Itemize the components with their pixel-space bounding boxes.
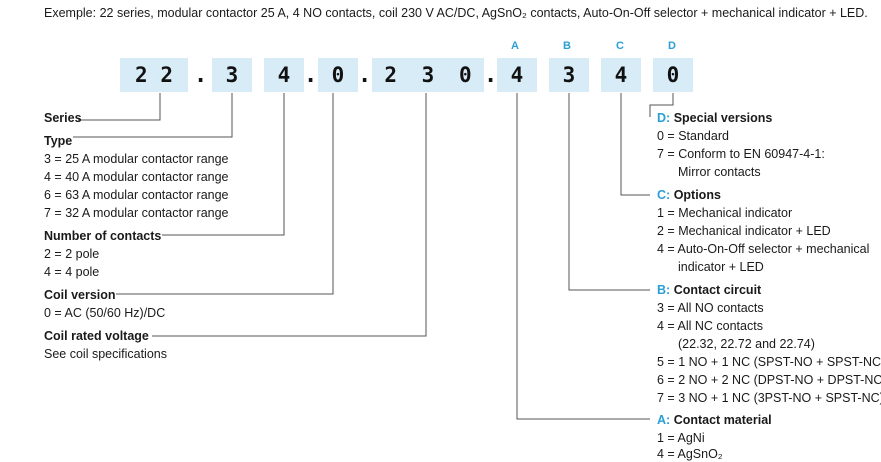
material-connector	[516, 93, 650, 420]
series-heading: Series	[44, 111, 82, 125]
code-digit-special: 0	[653, 58, 693, 92]
material-item: 1 = AgNi	[657, 431, 705, 445]
options-title: Options	[673, 188, 721, 202]
options-item: 4 = Auto-On-Off selector + mechanical	[657, 242, 870, 256]
material-prefix: A:	[657, 413, 671, 427]
options-prefix: C:	[657, 188, 671, 202]
voltage-digit-1: 2	[384, 63, 397, 87]
type-item: 3 = 25 A modular contactor range	[44, 152, 229, 166]
circuit-prefix: B:	[657, 283, 671, 297]
type-item: 7 = 32 A modular contactor range	[44, 206, 229, 220]
options-item: indicator + LED	[678, 260, 764, 274]
contacts-item: 2 = 2 pole	[44, 247, 100, 261]
coil-voltage-item: See coil specifications	[44, 347, 167, 361]
code-digit-circuit: 3	[549, 58, 589, 92]
circuit-item: (22.32, 22.72 and 22.74)	[678, 337, 815, 351]
code-dot: .	[484, 63, 498, 88]
code-letter-a: A	[511, 40, 519, 52]
contacts-heading: Number of contacts	[44, 229, 162, 243]
options-connector	[620, 93, 650, 196]
code-digit-coil-version: 0	[318, 58, 358, 92]
code-digit-material: 4	[497, 58, 537, 92]
voltage-digit-3: 0	[458, 63, 472, 87]
coil-version-item: 0 = AC (50/60 Hz)/DC	[44, 306, 166, 320]
circuit-heading: B: Contact circuit	[657, 283, 761, 297]
code-letter-c: C	[616, 40, 624, 52]
special-connector	[649, 93, 674, 117]
contacts-connector	[162, 93, 285, 236]
code-dot: .	[358, 63, 372, 88]
type-item: 6 = 63 A modular contactor range	[44, 188, 229, 202]
code-dot: .	[304, 63, 318, 88]
special-item: Mirror contacts	[678, 165, 761, 179]
code-dot: .	[194, 63, 208, 88]
type-item: 4 = 40 A modular contactor range	[44, 170, 229, 184]
circuit-item: 6 = 2 NO + 2 NC (DPST-NO + DPST-NC)	[657, 373, 881, 387]
code-digit-type: 3	[212, 58, 252, 92]
circuit-connector	[568, 93, 650, 291]
material-item: 4 = AgSnO₂	[657, 447, 723, 461]
coil-voltage-heading: Coil rated voltage	[44, 329, 149, 343]
material-title: Contact material	[673, 413, 772, 427]
type-connector	[73, 93, 233, 138]
coil-version-connector	[116, 93, 334, 295]
contacts-item: 4 = 4 pole	[44, 265, 100, 279]
code-letter-d: D	[668, 40, 676, 52]
voltage-digit-2: 3	[421, 63, 435, 87]
circuit-item: 4 = All NC contacts	[657, 319, 763, 333]
coil-version-heading: Coil version	[44, 288, 116, 302]
material-heading: A: Contact material	[657, 413, 772, 427]
circuit-item: 7 = 3 NO + 1 NC (3PST-NO + SPST-NC)	[657, 391, 881, 405]
coil-voltage-connector	[152, 93, 427, 337]
series-digit-1: 2	[135, 63, 148, 87]
circuit-item: 5 = 1 NO + 1 NC (SPST-NO + SPST-NC)	[657, 355, 881, 369]
special-item: 7 = Conform to EN 60947-4-1:	[657, 147, 825, 161]
series-digit-2: 2	[160, 63, 173, 87]
options-item: 2 = Mechanical indicator + LED	[657, 224, 831, 238]
type-heading: Type	[44, 134, 73, 148]
special-heading: D: Special versions	[657, 111, 772, 125]
code-digit-series: 2 2	[120, 58, 188, 92]
series-connector	[78, 93, 161, 121]
special-title: Special versions	[673, 111, 773, 125]
intro-text: Exemple: 22 series, modular contactor 25…	[44, 6, 868, 20]
options-item: 1 = Mechanical indicator	[657, 206, 793, 220]
circuit-title: Contact circuit	[673, 283, 762, 297]
code-digit-options: 4	[601, 58, 641, 92]
circuit-item: 3 = All NO contacts	[657, 301, 764, 315]
code-digit-contacts: 4	[264, 58, 304, 92]
code-letter-b: B	[563, 40, 571, 52]
special-item: 0 = Standard	[657, 129, 729, 143]
options-heading: C: Options	[657, 188, 721, 202]
special-prefix: D:	[657, 111, 671, 125]
